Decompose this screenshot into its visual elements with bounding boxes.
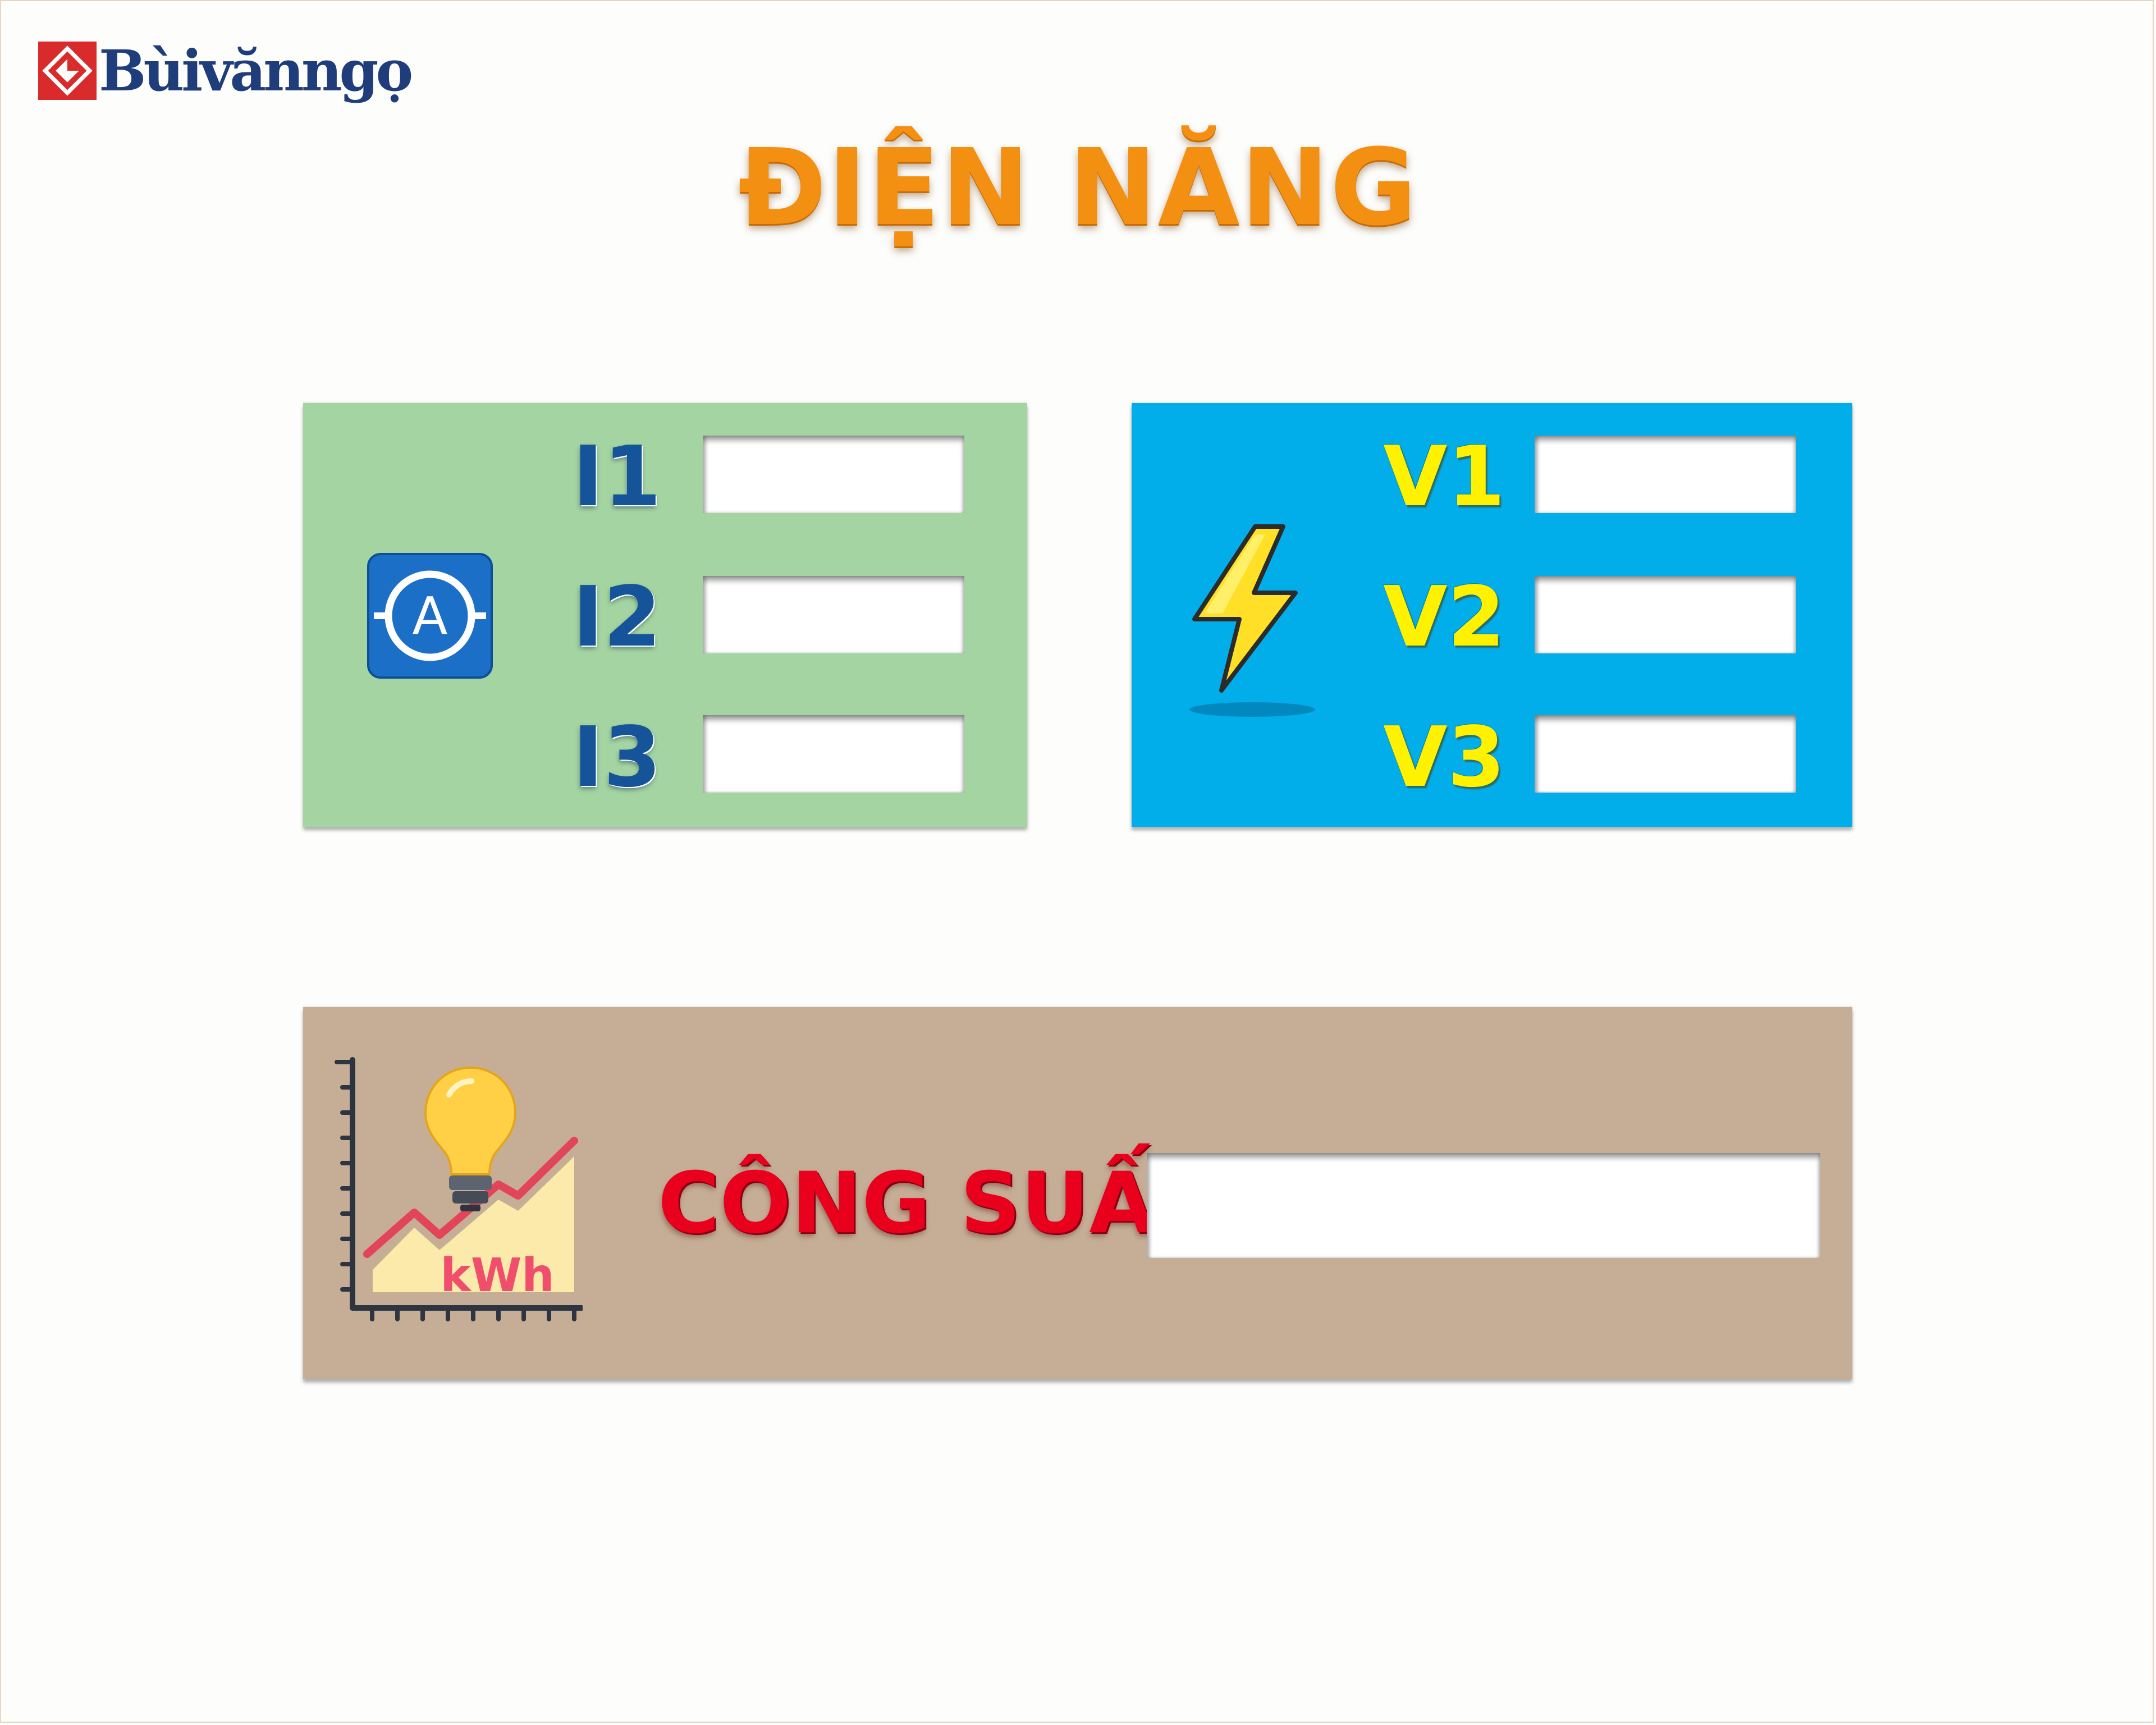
current-3-field[interactable] xyxy=(703,715,964,793)
voltage-1-field[interactable] xyxy=(1535,436,1796,513)
svg-text:A: A xyxy=(413,586,448,646)
page-title: ĐIỆN NĂNG xyxy=(738,126,1418,249)
power-label: CÔNG SUẤT xyxy=(658,1155,1212,1252)
voltage-3-field[interactable] xyxy=(1535,715,1796,793)
current-1-field[interactable] xyxy=(703,436,964,513)
current-2-field[interactable] xyxy=(703,576,964,653)
energy-icon-text: kWh xyxy=(440,1249,554,1302)
voltage-panel: V1 V2 V3 xyxy=(1132,403,1852,827)
voltage-2-field[interactable] xyxy=(1535,576,1796,653)
energy-chart-lightbulb-icon: kWh xyxy=(335,1057,583,1321)
power-panel: kWh CÔNG SUẤT xyxy=(303,1007,1852,1379)
brand-logo-mark-icon xyxy=(38,42,97,100)
power-field[interactable] xyxy=(1147,1153,1820,1258)
voltage-label-3: V3 xyxy=(1383,709,1505,806)
voltage-label-2: V2 xyxy=(1383,569,1505,665)
lightning-bolt-icon xyxy=(1189,524,1315,717)
current-label-1: I1 xyxy=(573,428,662,525)
ammeter-icon: A xyxy=(367,553,493,679)
voltage-label-1: V1 xyxy=(1383,428,1505,525)
current-panel: A I1 I2 I3 xyxy=(303,403,1027,827)
brand-logo: Bùivănngọ xyxy=(38,38,413,104)
current-label-3: I3 xyxy=(573,709,662,806)
brand-name: Bùivănngọ xyxy=(99,38,413,104)
current-label-2: I2 xyxy=(573,569,662,665)
